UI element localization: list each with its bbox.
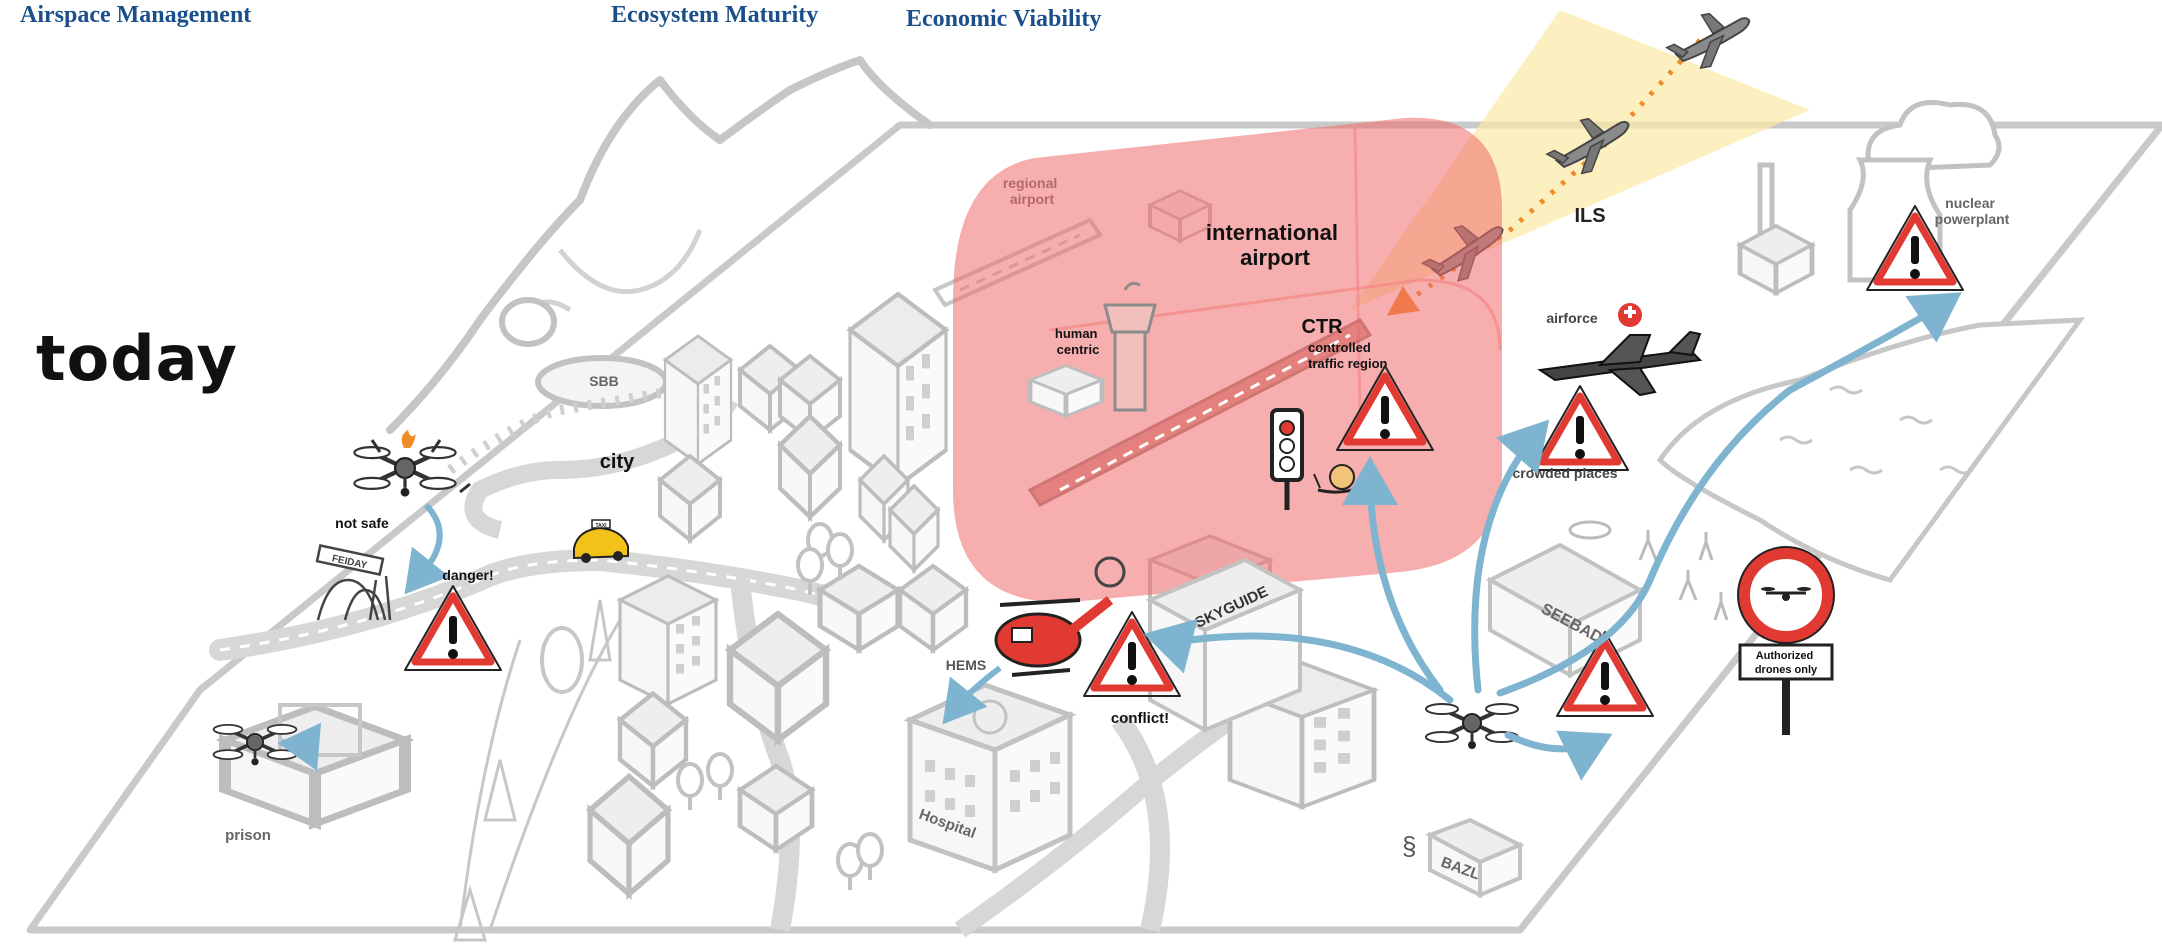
city-label: city: [600, 451, 635, 473]
tunnel: [499, 297, 557, 347]
airforce-label: airforce: [1546, 310, 1598, 326]
no-drones-sign-icon: [1737, 546, 1835, 735]
ils-label: ILS: [1574, 205, 1605, 227]
ctr-label: CTR: [1301, 316, 1343, 338]
lake: [1656, 317, 2086, 583]
drone-flight-paths: [1143, 292, 1962, 781]
mountains: [386, 56, 934, 434]
prison-label: prison: [225, 827, 271, 844]
hospital-building: [903, 682, 1077, 874]
nuclear-label: nuclear powerplant: [1935, 195, 2010, 227]
sbb-label: SBB: [589, 373, 619, 389]
taxi-icon: [573, 519, 629, 563]
period-label: today: [36, 322, 238, 395]
helicopter-icon: [994, 556, 1126, 677]
traffic-light-icon: [1270, 408, 1304, 510]
paragraph-icon: §: [1402, 831, 1416, 861]
crashing-drone-icon: [354, 447, 455, 497]
ctr-sub-label: controlled traffic region: [1308, 340, 1388, 371]
red-cross-icon: [1618, 303, 1642, 327]
authorized-drones-sign-text: Authorized drones only: [1755, 650, 1818, 676]
header-ecosystem-maturity: Ecosystem Maturity: [611, 2, 819, 28]
header-economic-viability: Economic Viability: [906, 6, 1102, 32]
hems-label: HEMS: [946, 657, 986, 673]
conflict-label: conflict!: [1111, 710, 1169, 727]
nuclear-powerplant: [1740, 100, 2002, 294]
control-tower: [1103, 281, 1157, 412]
not-safe-label: not safe: [335, 515, 389, 531]
fighter-jet-icon: [1537, 330, 1703, 397]
taxi-label: TAXI: [595, 523, 607, 529]
international-airport-label: international airport: [1206, 220, 1344, 270]
header-airspace-management: Airspace Management: [20, 2, 252, 28]
power-lines: [452, 599, 622, 942]
crowd-feiday: [315, 544, 392, 621]
crowded-places-label: crowded places: [1512, 465, 1617, 481]
ctr-zone: [953, 117, 1502, 603]
beach-people: [1568, 520, 1729, 621]
human-centric-label: human centric: [1055, 326, 1101, 357]
danger-label: danger!: [442, 567, 493, 583]
